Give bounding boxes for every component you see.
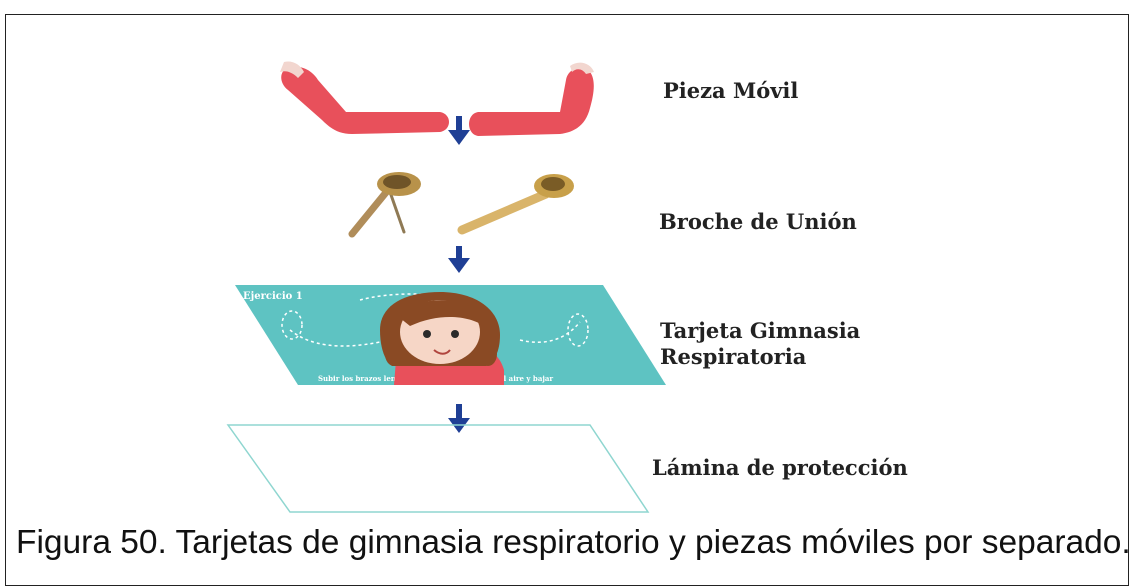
label-card-line1: Tarjeta Gimnasia — [660, 318, 861, 343]
label-fastener: Broche de Unión — [659, 209, 857, 234]
movable-piece-left — [281, 66, 449, 134]
movable-piece-illustration — [280, 61, 594, 136]
down-arrow-icon — [448, 404, 470, 433]
label-movable-piece: Pieza Móvil — [663, 78, 799, 103]
movable-piece-left-end — [280, 61, 304, 78]
movable-piece-right-end — [570, 62, 594, 74]
movable-piece-right — [469, 67, 594, 136]
card-title: Ejercicio 1 — [243, 291, 303, 302]
brass-fastener-icon — [348, 172, 421, 238]
down-arrow-icon — [448, 246, 470, 273]
brass-fastener-icon — [457, 174, 574, 235]
label-card-line2: Respiratoria — [660, 344, 807, 369]
exercise-card: Ejercicio 1 Subir los brazos lentamente … — [235, 285, 666, 385]
figure-caption: Figura 50. Tarjetas de gimnasia respirat… — [16, 524, 1131, 561]
label-protective-sheet: Lámina de protección — [652, 455, 908, 480]
girl-illustration-icon — [380, 292, 504, 385]
down-arrow-icon — [448, 116, 470, 145]
exploded-diagram: Ejercicio 1 Subir los brazos lentamente … — [226, 61, 666, 513]
protective-sheet — [226, 424, 650, 513]
